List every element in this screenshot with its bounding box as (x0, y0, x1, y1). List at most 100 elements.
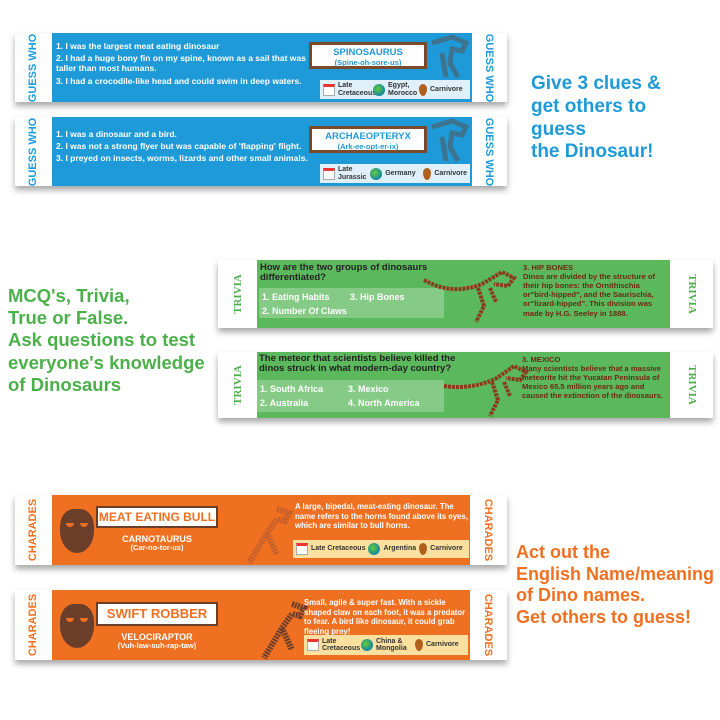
blurb-line: Ask questions to test (8, 329, 196, 351)
theatre-mask-icon (60, 604, 94, 648)
question: The meteor that scientists believe kille… (259, 353, 456, 375)
globe-icon (368, 543, 381, 555)
period: Late Cretaceous (338, 82, 377, 97)
guess-who-card-1: GUESS WHO 1. I was the largest meat eati… (15, 33, 507, 102)
dino-name: SPINOSAURUS (333, 47, 403, 58)
blurb-line: MCQ's, Trivia, (8, 285, 130, 306)
side-label: CHARADES (15, 495, 52, 565)
side-label: TRIVIA (670, 352, 713, 418)
calendar-icon (323, 167, 335, 180)
charades-card-1: CHARADES MEAT EATING BULL CARNOTAURUS(Ca… (15, 495, 507, 565)
blurb-line: English Name/meaning (516, 563, 715, 584)
meat-icon (423, 167, 432, 180)
dino-name: VELOCIRAPTOR (121, 632, 193, 642)
name-sign: SPINOSAURUS (Spine-oh-sore-us) (309, 42, 427, 69)
blurb-line: Act out the (516, 542, 610, 562)
side-label: GUESS WHO (15, 117, 52, 186)
blurb-line: Get others to guess! (516, 606, 692, 627)
charades-card-2: CHARADES SWIFT ROBBER VELOCIRAPTOR(Vuh-l… (15, 590, 507, 660)
side-label: TRIVIA (670, 260, 713, 328)
blurb-line: everyone's knowledge (8, 351, 205, 373)
blurb-line: guess (531, 118, 586, 140)
charades-label: CHARADES (482, 498, 495, 562)
answer-text: Dinos are divided by the structure of th… (523, 272, 656, 318)
dinosaur-skeleton-icon (443, 363, 530, 417)
diet: Carnivore (430, 545, 463, 553)
answer: 3. MEXICO Many scientists believe that a… (522, 355, 667, 401)
blurb-line: Give 3 clues & (531, 73, 661, 94)
orange-band: SWIFT ROBBER VELOCIRAPTOR(Vuh-law-suh-ra… (52, 590, 470, 660)
option[interactable]: 3. Hip Bones (350, 292, 405, 302)
blurb-line: of Dino names. (516, 585, 646, 606)
guess-who-label: GUESS WHO (483, 33, 496, 102)
diet: Carnivore (434, 169, 467, 177)
guess-who-blurb: Give 3 clues & get others to guess the D… (531, 73, 661, 164)
charades-label: CHARADES (482, 593, 495, 657)
dino-name: CARNOTAURUS (122, 534, 192, 544)
dino-name: ARCHAEOPTERYX (325, 131, 411, 142)
option[interactable]: 1. Eating Habits (262, 292, 330, 302)
clue-list: 1. I was the largest meat eating dinosau… (56, 41, 306, 88)
green-band: How are the two groups of dinosaurs diff… (257, 260, 670, 328)
trivia-label: TRIVIA (685, 365, 698, 405)
pronunciation: (Ark-ee-opt-er-ix) (337, 142, 399, 151)
option[interactable]: 2. Australia (260, 398, 309, 408)
location: Argentina (383, 545, 417, 553)
meat-icon (419, 83, 427, 96)
side-label: GUESS WHO (15, 33, 52, 102)
scientific-name: CARNOTAURUS(Car-no-tor-us) (96, 534, 218, 553)
orange-band: MEAT EATING BULL CARNOTAURUS(Car-no-tor-… (52, 495, 470, 565)
globe-icon (370, 167, 383, 180)
pronunciation: (Vuh-law-suh-rap-taw) (117, 641, 197, 651)
name-sign: ARCHAEOPTERYX (Ark-ee-opt-er-ix) (309, 126, 427, 153)
pronunciation: (Car-no-tor-us) (130, 543, 184, 553)
option[interactable]: 3. Mexico (348, 384, 389, 394)
diet: Carnivore (426, 641, 459, 649)
side-label: TRIVIA (218, 352, 257, 418)
guess-who-label: GUESS WHO (27, 117, 40, 186)
answer: 3. HIP BONES Dinos are divided by the st… (523, 263, 668, 318)
meaning-sign: MEAT EATING BULL (96, 506, 218, 528)
options: 1. Eating Habits 3. Hip Bones 2. Number O… (259, 288, 444, 318)
period: Late Cretaceous (311, 545, 366, 553)
trivia-label: TRIVIA (231, 365, 244, 405)
side-label: CHARADES (470, 495, 507, 565)
globe-icon (373, 83, 385, 96)
trivia-card-2: TRIVIA The meteor that scientists believ… (218, 352, 713, 418)
blurb-line: of Dinosaurs (8, 373, 122, 395)
dinosaur-skeleton-icon (431, 118, 470, 163)
meat-icon (415, 639, 423, 651)
clue: 3. I preyed on insects, worms, lizards a… (56, 153, 308, 164)
blurb-line: the Dinosaur! (531, 141, 654, 163)
answer-title: 3. HIP BONES (523, 263, 574, 272)
period: Late Cretaceous (322, 637, 361, 652)
info-bar: Late Cretaceous China & Mongolia Carnivo… (304, 635, 468, 655)
option[interactable]: 1. South Africa (260, 384, 324, 394)
dinosaur-skeleton-icon (431, 34, 470, 79)
clue: 1. I was a dinosaur and a bird. (56, 129, 177, 139)
trivia-card-1: TRIVIA How are the two groups of dinosau… (218, 260, 713, 328)
calendar-icon (323, 83, 335, 96)
blue-band: 1. I was the largest meat eating dinosau… (52, 33, 472, 102)
options: 1. South Africa 3. Mexico 2. Australia 4. … (257, 380, 444, 412)
side-label: CHARADES (470, 590, 507, 660)
green-band: The meteor that scientists believe kille… (257, 352, 670, 418)
location: Egypt, Morocco (388, 82, 418, 97)
charades-label: CHARADES (27, 498, 40, 562)
clue-list: 1. I was a dinosaur and a bird. 2. I was… (56, 129, 316, 166)
charades-label: CHARADES (27, 593, 40, 657)
meat-icon (419, 543, 428, 555)
info-bar: Late Cretaceous Egypt, Morocco Carnivore (320, 80, 470, 99)
blue-band: 1. I was a dinosaur and a bird. 2. I was… (52, 117, 472, 186)
dinosaur-skeleton-icon (261, 601, 309, 660)
pronunciation: (Spine-oh-sore-us) (334, 58, 402, 67)
clue: 2. I had a huge bony fin on my spine, kn… (56, 53, 306, 74)
guess-who-label: GUESS WHO (27, 33, 40, 102)
dinosaur-skeleton-icon (423, 269, 518, 323)
side-label: GUESS WHO (472, 117, 507, 186)
option[interactable]: 2. Number Of Claws (262, 306, 348, 316)
question: How are the two groups of dinosaurs diff… (260, 262, 428, 284)
blurb-line: True or False. (8, 307, 129, 329)
option[interactable]: 4. North America (348, 398, 420, 408)
location: China & Mongolia (376, 637, 407, 652)
